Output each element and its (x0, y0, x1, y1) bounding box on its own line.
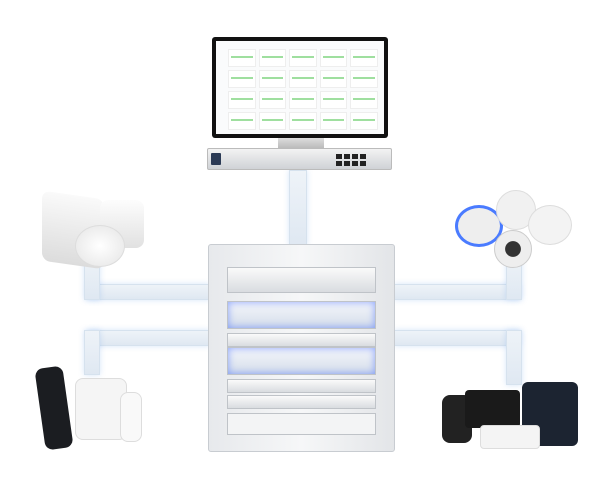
access-reader-icon (34, 365, 74, 451)
connector-pipe (394, 330, 520, 346)
monitor-stand (278, 138, 324, 148)
access-point-icon (75, 225, 125, 267)
connector-pipe (88, 284, 210, 300)
access-hub-icon (75, 378, 127, 440)
camera-icon (455, 205, 503, 247)
connector-pipe (506, 330, 522, 385)
dashboard-screen (216, 41, 384, 134)
monitor-icon (212, 37, 388, 138)
nvr-icon (207, 148, 392, 170)
server-rack-icon (208, 244, 395, 452)
connector-pipe (394, 284, 520, 300)
connector-pipe (289, 170, 307, 246)
camera-icon (528, 205, 572, 245)
access-reader-icon (120, 392, 142, 442)
connector-pipe (84, 330, 100, 375)
ev-charger-icon (465, 390, 520, 428)
camera-icon (494, 230, 532, 268)
connector-pipe (88, 330, 210, 346)
console-icon (480, 425, 540, 449)
